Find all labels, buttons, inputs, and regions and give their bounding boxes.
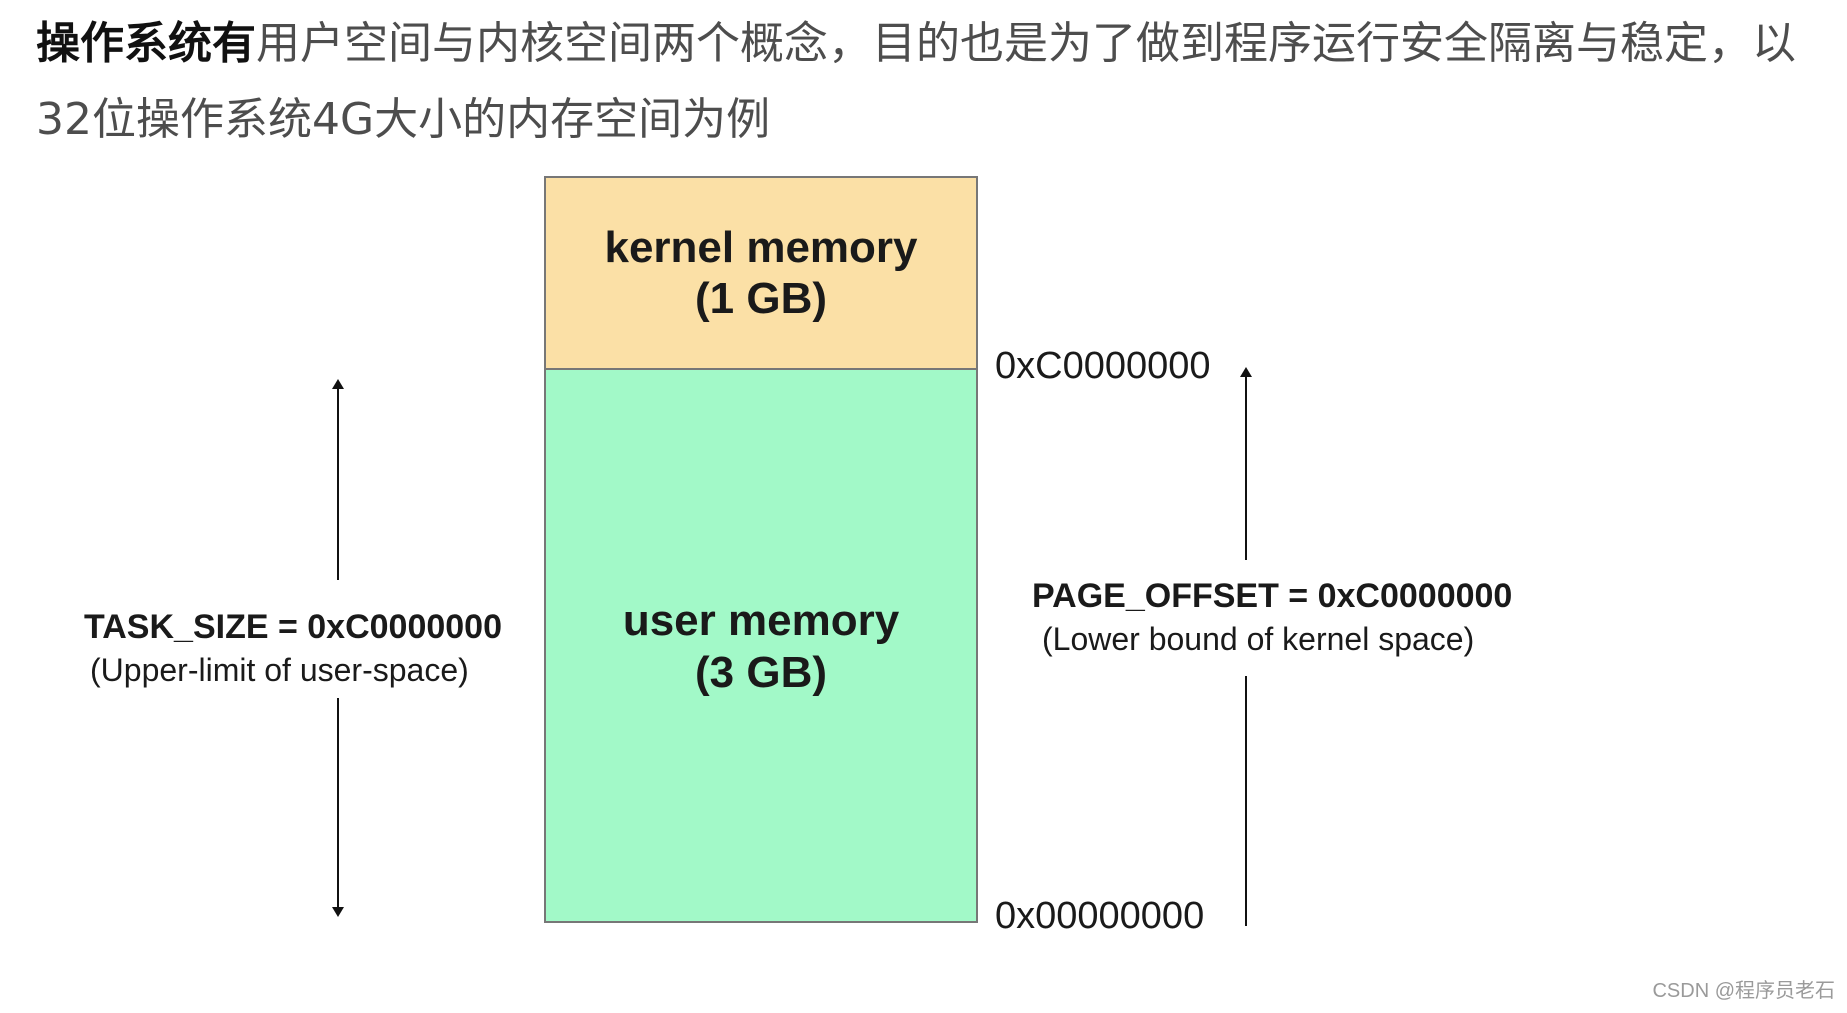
page-offset-label: PAGE_OFFSET = 0xC0000000 — [1032, 577, 1512, 615]
kernel-memory-label: kernel memory — [604, 223, 918, 272]
user-memory-block — [544, 368, 978, 923]
user-memory-label: user memory — [623, 596, 900, 645]
kernel-memory-block — [544, 176, 978, 370]
csdn-watermark: CSDN @程序员老石 — [1652, 980, 1835, 1002]
address-top-label: 0xC0000000 — [995, 345, 1211, 387]
page-offset-note: (Lower bound of kernel space) — [1042, 621, 1474, 657]
intro-paragraph: 操作系统有用户空间与内核空间两个概念，目的也是为了做到程序运行安全隔离与稳定，以… — [36, 6, 1816, 158]
intro-text: 用户空间与内核空间两个概念，目的也是为了做到程序运行安全隔离与稳定，以32位操作… — [36, 18, 1796, 145]
user-memory-size: (3 GB) — [695, 648, 827, 697]
intro-bold-text: 操作系统有 — [36, 18, 256, 69]
task-size-label: TASK_SIZE = 0xC0000000 — [84, 608, 502, 646]
kernel-memory-size: (1 GB) — [695, 274, 827, 323]
task-size-note: (Upper-limit of user-space) — [90, 652, 469, 688]
address-bottom-label: 0x00000000 — [995, 895, 1204, 937]
